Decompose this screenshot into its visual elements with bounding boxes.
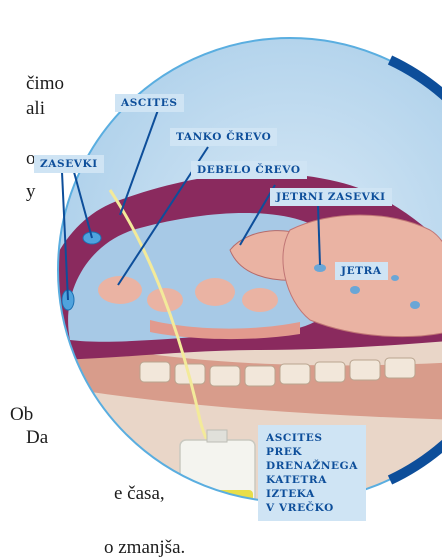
drainage-bag: [180, 430, 255, 545]
bowel-loop: [195, 278, 235, 306]
drainage-line: PREK: [266, 445, 358, 459]
bowel-loop: [242, 288, 278, 312]
drainage-line: V VREČKO: [266, 501, 358, 515]
drainage-line: IZTEKA: [266, 487, 358, 501]
liver-metastasis: [410, 301, 420, 309]
drainage-line: DRENAŽNEGA: [266, 459, 358, 473]
label-tanko-crevo: TANKO ČREVO: [170, 128, 277, 146]
liver-metastasis: [314, 264, 326, 272]
label-debelo-crevo: DEBELO ČREVO: [191, 161, 307, 179]
liver-metastasis: [350, 286, 360, 294]
liver-metastasis: [391, 275, 399, 281]
label-ascites: ASCITES: [115, 94, 184, 112]
drainage-line: KATETRA: [266, 473, 358, 487]
label-jetra: JETRA: [335, 262, 388, 280]
label-zasevki: ZASEVKI: [34, 155, 104, 173]
label-drainage: ASCITES PREK DRENAŽNEGA KATETRA IZTEKA V…: [258, 425, 366, 521]
drainage-line: ASCITES: [266, 431, 358, 445]
label-jetrni-zasevki: JETRNI ZASEVKI: [270, 188, 392, 206]
